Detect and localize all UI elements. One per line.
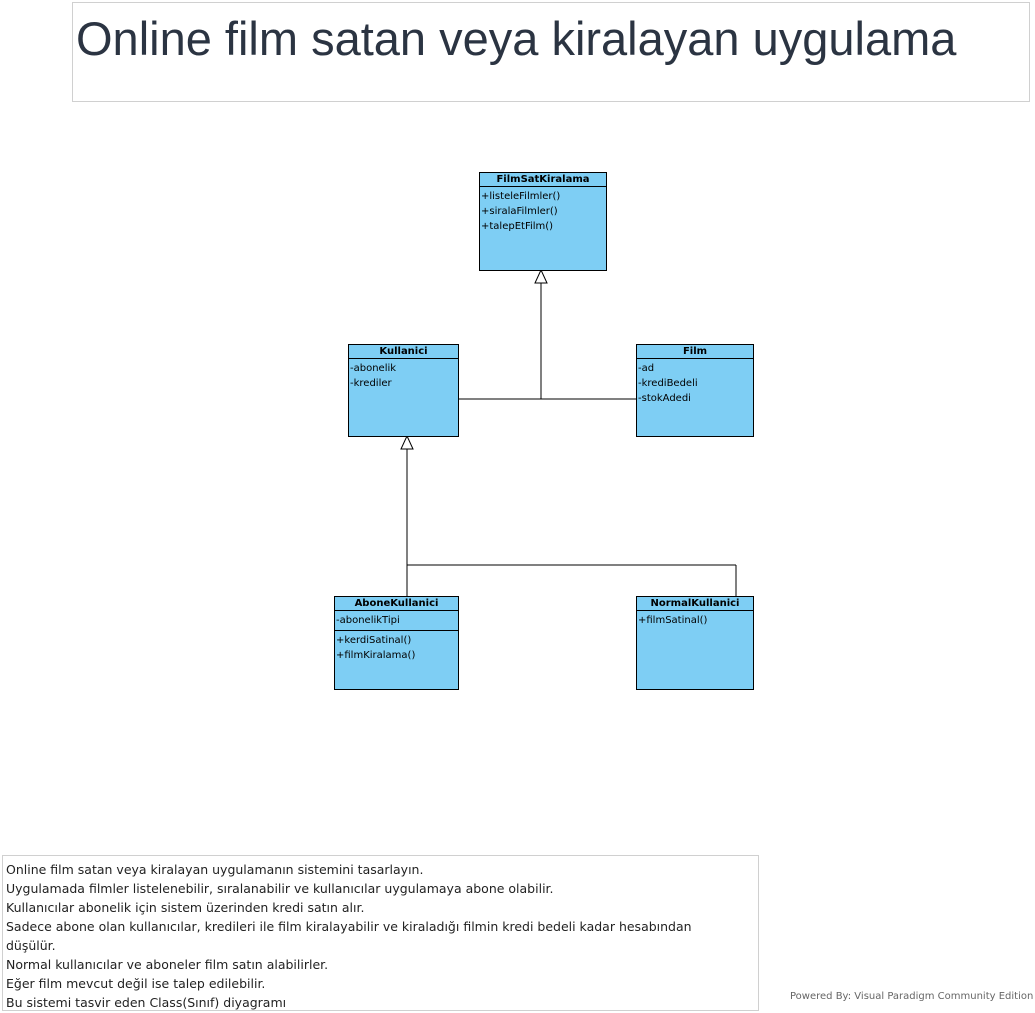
operations-compartment: +filmSatinal()	[637, 611, 753, 630]
description-line: Uygulamada filmler listelenebilir, sıral…	[6, 881, 554, 896]
attribute: -abonelikTipi	[336, 615, 400, 626]
powered-by-text: Powered By: Visual Paradigm Community Ed…	[790, 991, 1034, 1002]
class-film[interactable]: Film -ad -krediBedeli -stokAdedi	[636, 344, 754, 437]
operation: +siralaFilmler()	[481, 206, 558, 217]
class-name: Kullanici	[349, 345, 458, 359]
attribute: -ad	[638, 363, 655, 374]
attributes-compartment: -abonelikTipi	[335, 611, 458, 631]
operations-compartment: +listeleFilmler() +siralaFilmler() +tale…	[480, 187, 606, 236]
description-line: Bu sistemi tasvir eden Class(Sınıf) diya…	[6, 995, 287, 1010]
attributes-compartment: -ad -krediBedeli -stokAdedi	[637, 359, 753, 408]
class-kullanici[interactable]: Kullanici -abonelik -krediler	[348, 344, 459, 437]
powered-by-footer: Powered By: Visual Paradigm Community Ed…	[790, 989, 1035, 1004]
class-name: NormalKullanici	[637, 597, 753, 611]
description-line: Sadece abone olan kullanıcılar, krediler…	[6, 919, 692, 934]
description-note[interactable]: Online film satan veya kiralayan uygulam…	[2, 855, 759, 1011]
description-line: düşülür.	[6, 938, 56, 953]
generalization-arrowhead-kullanici	[400, 434, 414, 450]
attribute: -stokAdedi	[638, 393, 691, 404]
diagram-title: Online film satan veya kiralayan uygulam…	[76, 12, 957, 65]
class-normalkullanici[interactable]: NormalKullanici +filmSatinal()	[636, 596, 754, 690]
description-line: Normal kullanıcılar ve aboneler film sat…	[6, 957, 329, 972]
diagram-title-box: Online film satan veya kiralayan uygulam…	[72, 2, 1030, 102]
class-filmsatkiralama[interactable]: FilmSatKiralama +listeleFilmler() +siral…	[479, 172, 607, 271]
description-line: Eğer film mevcut değil ise talep edilebi…	[6, 976, 266, 991]
attribute: -abonelik	[350, 363, 397, 374]
operation: +listeleFilmler()	[481, 191, 561, 202]
attribute: -krediler	[350, 378, 392, 389]
operation: +filmKiralama()	[336, 650, 416, 661]
class-name: AboneKullanici	[335, 597, 458, 611]
class-abonekullanici[interactable]: AboneKullanici -abonelikTipi +kerdiSatin…	[334, 596, 459, 690]
attribute: -krediBedeli	[638, 378, 698, 389]
description-line: Kullanıcılar abonelik için sistem üzerin…	[6, 900, 365, 915]
description-line: Online film satan veya kiralayan uygulam…	[6, 862, 424, 877]
class-name: Film	[637, 345, 753, 359]
attributes-compartment: -abonelik -krediler	[349, 359, 458, 393]
operation: +talepEtFilm()	[481, 221, 554, 232]
operations-compartment: +kerdiSatinal() +filmKiralama()	[335, 631, 458, 665]
generalization-arrowhead-filmsatkiralama	[534, 268, 548, 284]
operation: +kerdiSatinal()	[336, 635, 412, 646]
operation: +filmSatinal()	[638, 615, 708, 626]
class-name: FilmSatKiralama	[480, 173, 606, 187]
